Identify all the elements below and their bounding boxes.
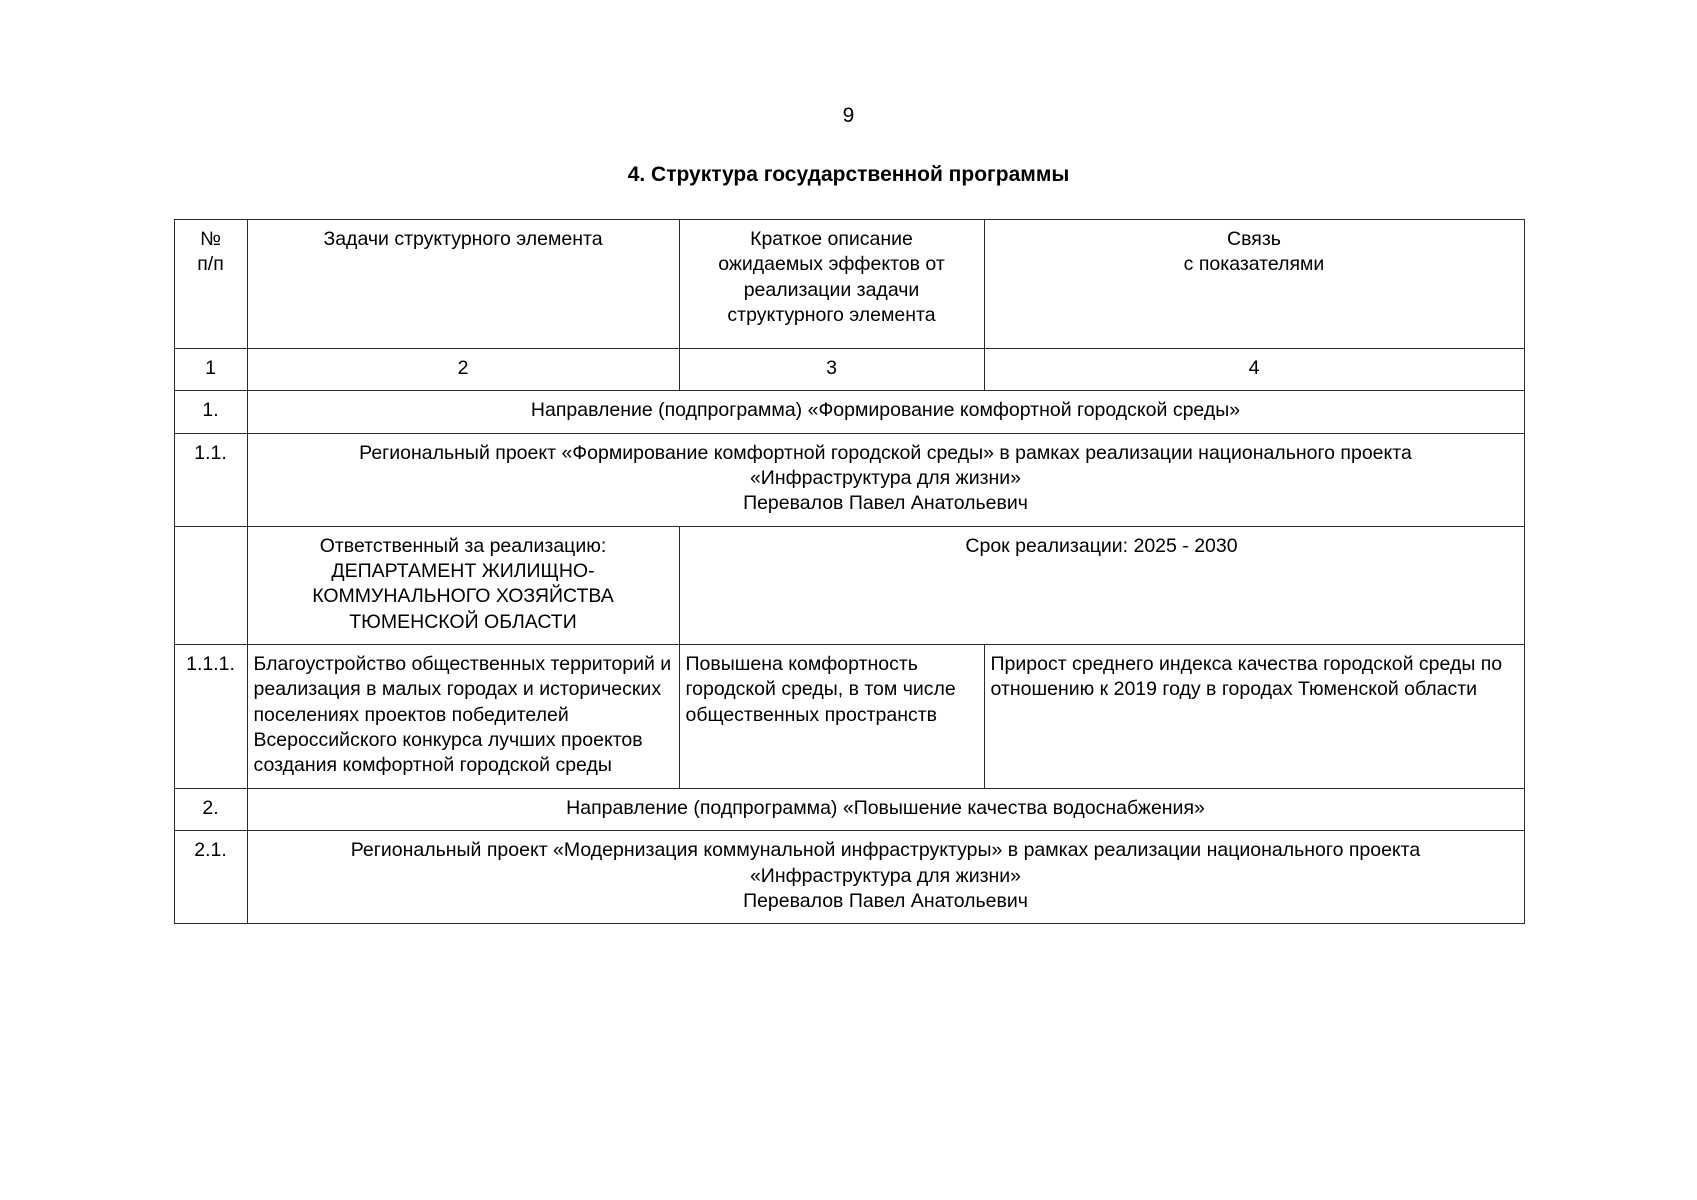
row-number-2: 2. [173, 787, 248, 832]
section-title-1: Направление (подпрограмма) «Формирование… [246, 390, 1525, 434]
project-description-1-1: Региональный проект «Формирование комфор… [246, 432, 1525, 527]
row-number-empty [173, 525, 248, 646]
table-column-number-row: 1 2 3 4 [173, 347, 1525, 392]
page-title: 4. Структура государственной программы [627, 163, 1070, 186]
row-number-1-1-1: 1.1.1. [173, 644, 248, 789]
header-cell-number: № п/п [173, 219, 248, 349]
responsible-authority: Ответственный за реализацию: ДЕПАРТАМЕНТ… [246, 525, 680, 646]
column-number-4: 4 [983, 347, 1525, 392]
column-number-1: 1 [173, 347, 248, 392]
table-row-section-2: 2. Направление (подпрограмма) «Повышение… [173, 787, 1525, 832]
table-row-project-1-1: 1.1. Региональный проект «Формирование к… [173, 432, 1525, 527]
task-indicator-1-1-1: Прирост среднего индекса качества городс… [983, 644, 1525, 789]
table-row-project-2-1: 2.1. Региональный проект «Модернизация к… [173, 830, 1525, 925]
column-number-2: 2 [246, 347, 680, 392]
section-title-2: Направление (подпрограмма) «Повышение ка… [246, 787, 1525, 832]
project-description-2-1: Региональный проект «Модернизация коммун… [246, 830, 1525, 925]
header-cell-indicators: Связь с показателями [983, 219, 1525, 349]
table-row-task-1-1-1: 1.1.1. Благоустройство общественных терр… [173, 644, 1525, 789]
column-number-3: 3 [678, 347, 985, 392]
structure-table-container: № п/п Задачи структурного элемента Кратк… [173, 219, 1525, 925]
table-row-responsible-1-1: Ответственный за реализацию: ДЕПАРТАМЕНТ… [173, 525, 1525, 646]
header-cell-description: Краткое описание ожидаемых эффектов от р… [678, 219, 985, 349]
structure-table: № п/п Задачи структурного элемента Кратк… [173, 219, 1525, 925]
implementation-term: Срок реализации: 2025 - 2030 [678, 525, 1525, 646]
table-row-section-1: 1. Направление (подпрограмма) «Формирова… [173, 390, 1525, 434]
task-text-1-1-1: Благоустройство общественных территорий … [246, 644, 680, 789]
header-cell-tasks: Задачи структурного элемента [246, 219, 680, 349]
row-number-1-1: 1.1. [173, 432, 248, 527]
row-number-2-1: 2.1. [173, 830, 248, 925]
page-number: 9 [842, 104, 855, 127]
row-number-1: 1. [173, 390, 248, 434]
task-effect-1-1-1: Повышена комфортность городской среды, в… [678, 644, 985, 789]
table-header-row: № п/п Задачи структурного элемента Кратк… [173, 219, 1525, 349]
